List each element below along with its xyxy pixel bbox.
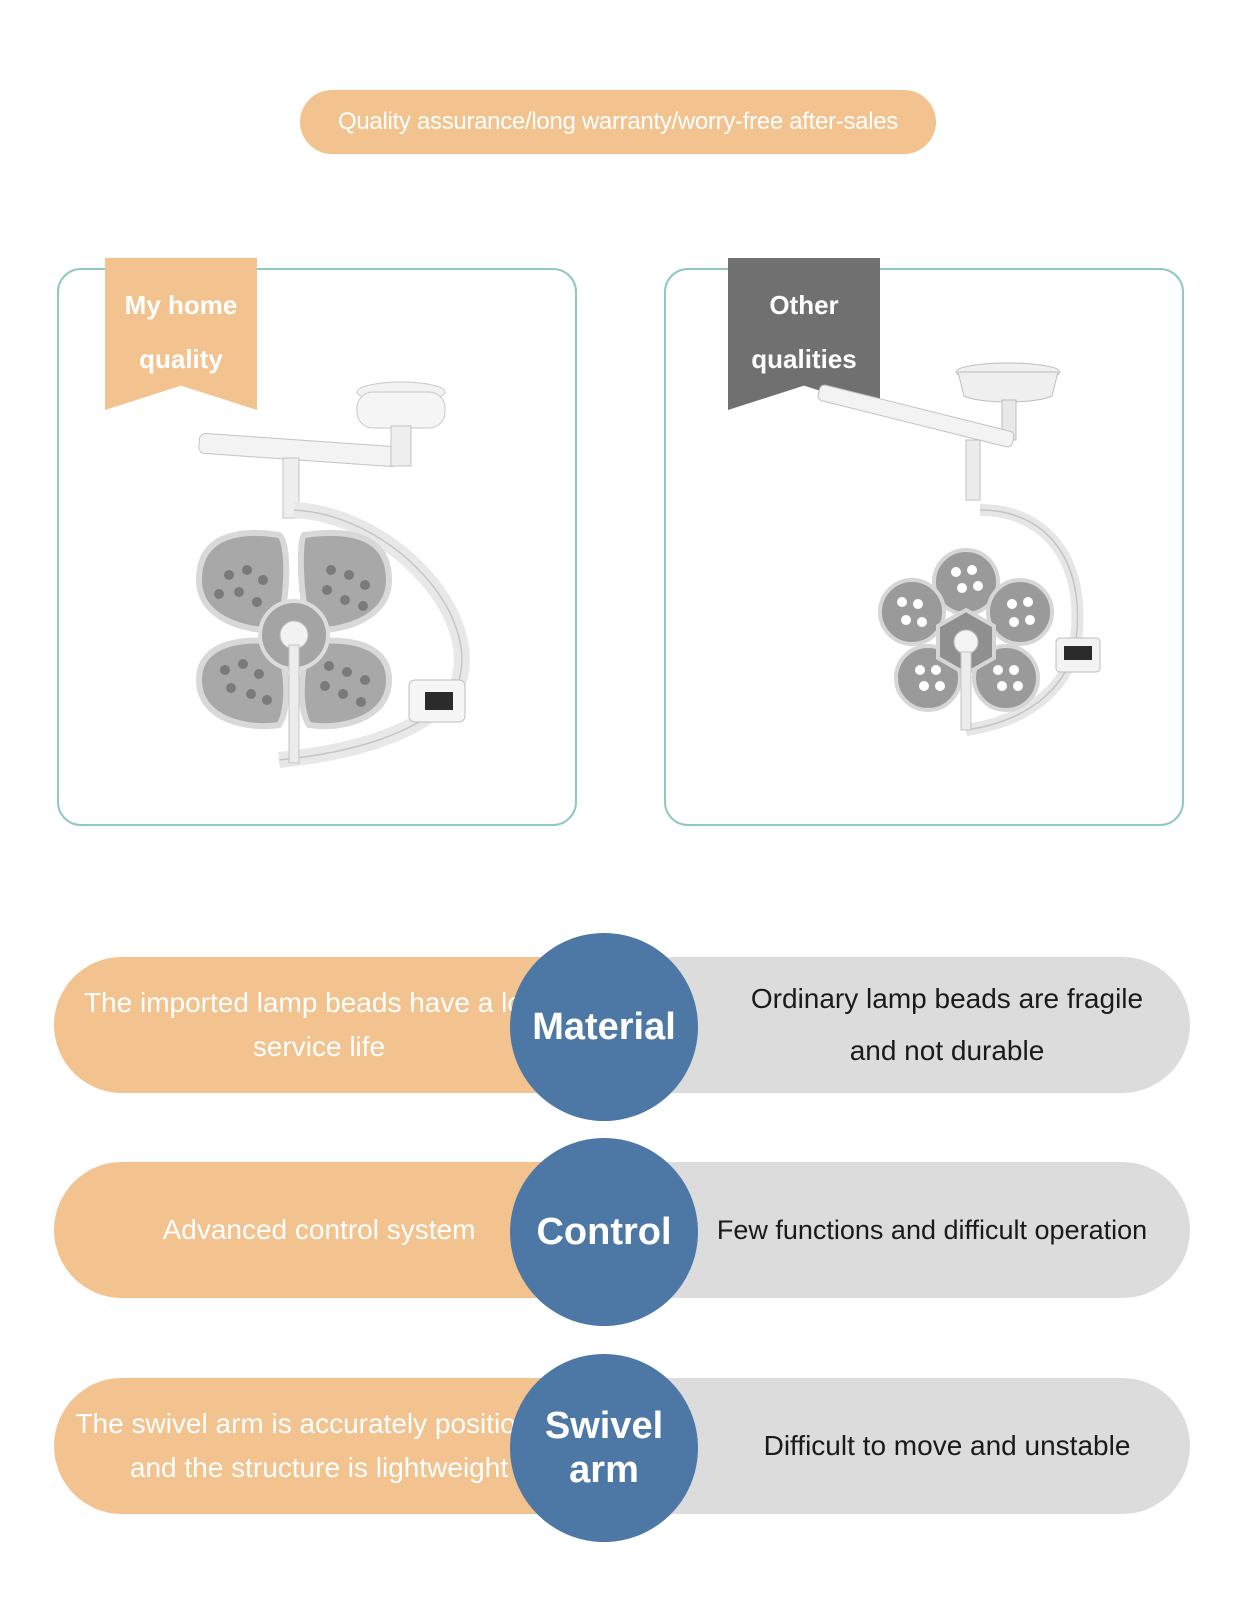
category-circle-material: Material — [510, 933, 698, 1121]
quality-banner-text: Quality assurance/long warranty/worry-fr… — [337, 108, 899, 135]
other-ribbon-line1: Other — [769, 290, 839, 320]
other-drawback-swivel-arm: Difficult to move and unstable — [614, 1378, 1190, 1514]
other-quality-ribbon: Other qualities — [728, 258, 880, 410]
surgical-lamp-five-petal-image — [817, 362, 1101, 736]
category-label: Swivel arm — [544, 1405, 664, 1491]
other-drawback-material: Ordinary lamp beads are fragile and not … — [614, 957, 1190, 1093]
home-ribbon-line1: My home — [124, 290, 238, 320]
home-quality-card: My home quality — [57, 258, 577, 826]
comparison-row-swivel-arm: The swivel arm is accurately positioned … — [54, 1354, 1190, 1542]
category-label: Material — [532, 1006, 676, 1048]
our-advantage-text: The imported lamp beads have a long serv… — [83, 987, 555, 1062]
other-quality-card: Other qualities — [664, 258, 1184, 826]
quality-banner: Quality assurance/long warranty/worry-fr… — [300, 90, 936, 154]
category-circle-control: Control — [510, 1138, 698, 1326]
our-advantage-swivel-arm: The swivel arm is accurately positioned … — [54, 1378, 614, 1514]
other-drawback-text: Difficult to move and unstable — [763, 1430, 1131, 1461]
category-label: Control — [536, 1211, 672, 1253]
home-quality-ribbon: My home quality — [105, 258, 257, 410]
surgical-lamp-four-petal-image — [195, 381, 470, 768]
comparison-row-control: Advanced control system Few functions an… — [54, 1138, 1190, 1326]
category-circle-swivel-arm: Swivel arm — [510, 1354, 698, 1542]
other-drawback-control: Few functions and difficult operation — [614, 1162, 1190, 1298]
our-advantage-text: Advanced control system — [162, 1214, 476, 1245]
home-ribbon-line2: quality — [139, 344, 223, 374]
comparison-row-material: The imported lamp beads have a long serv… — [54, 933, 1190, 1121]
our-advantage-text: The swivel arm is accurately positioned … — [75, 1408, 563, 1483]
other-ribbon-line2: qualities — [751, 344, 857, 374]
other-drawback-text: Ordinary lamp beads are fragile and not … — [750, 983, 1144, 1066]
other-drawback-text: Few functions and difficult operation — [716, 1215, 1148, 1245]
